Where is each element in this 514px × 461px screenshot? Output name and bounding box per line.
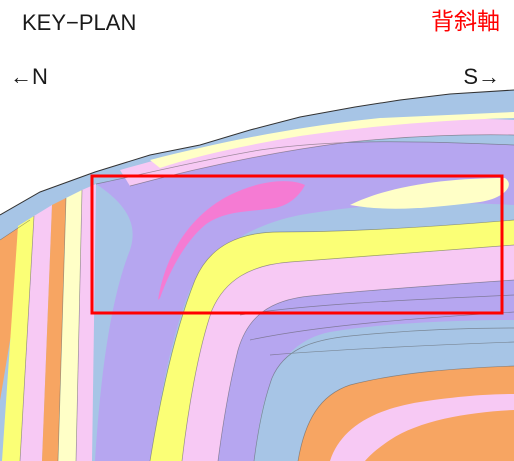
yellow-band bbox=[2, 216, 34, 461]
cream-upper-band bbox=[150, 112, 514, 168]
pink-band bbox=[20, 205, 52, 461]
key-plan-title: KEY−PLAN bbox=[22, 10, 137, 35]
orange-band bbox=[0, 220, 30, 461]
pink-upper-band bbox=[120, 118, 514, 186]
lavender-lower-band bbox=[218, 280, 514, 461]
blue-lower-band bbox=[254, 328, 514, 461]
anticline-axis-label: 背斜軸 bbox=[431, 9, 500, 35]
ground-surface-line bbox=[0, 89, 514, 216]
pink-lower-band bbox=[182, 245, 514, 461]
magenta-lens bbox=[158, 181, 305, 300]
north-direction-label: ←N bbox=[10, 64, 48, 89]
cream-band bbox=[58, 190, 82, 461]
cream-lens bbox=[350, 178, 509, 209]
pink-bottom-band bbox=[330, 394, 514, 461]
yellow-fold-band bbox=[150, 220, 514, 461]
south-direction-label: S→ bbox=[463, 64, 500, 89]
bedding-lines bbox=[0, 134, 514, 461]
strata-layers bbox=[0, 90, 514, 461]
anticline-focus-box bbox=[90, 174, 504, 315]
